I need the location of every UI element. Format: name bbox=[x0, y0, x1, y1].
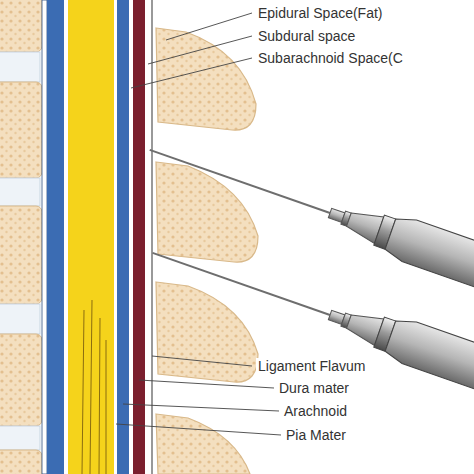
vertebral-body bbox=[0, 0, 42, 52]
ligament-flavum bbox=[151, 0, 152, 474]
leader-line bbox=[166, 13, 252, 40]
pia-mater bbox=[114, 0, 117, 474]
vertebral-body bbox=[0, 206, 42, 304]
part-label: Pia Mater bbox=[284, 427, 348, 443]
vertebral-body bbox=[0, 450, 42, 474]
disc bbox=[0, 52, 40, 82]
part-label: Subdural space bbox=[256, 28, 357, 44]
part-label: Dura mater bbox=[277, 380, 351, 396]
leader-line bbox=[131, 58, 252, 88]
subdural-space bbox=[129, 0, 133, 474]
nerve-roots bbox=[82, 300, 106, 474]
part-label: Epidural Space(Fat) bbox=[256, 5, 385, 21]
disc bbox=[0, 426, 40, 450]
spinous-process bbox=[156, 414, 250, 474]
vertebral-body bbox=[0, 334, 42, 426]
leader-line bbox=[139, 380, 274, 388]
part-label: Subarachnoid Space(C bbox=[256, 50, 405, 66]
epidural-space bbox=[145, 0, 151, 474]
spinous-processes bbox=[156, 28, 258, 474]
vertebral-bodies bbox=[0, 0, 42, 474]
arachnoid bbox=[117, 0, 129, 474]
anterior-meninges bbox=[47, 0, 64, 474]
spinous-process bbox=[156, 282, 258, 382]
spinal-cord bbox=[68, 0, 114, 474]
epidural-needle bbox=[145, 232, 474, 402]
posterior-ligament bbox=[42, 0, 47, 474]
leader-line bbox=[152, 356, 252, 366]
pia-line bbox=[64, 0, 68, 474]
disc bbox=[0, 178, 40, 206]
leader-line bbox=[148, 36, 252, 64]
vertebral-body bbox=[0, 82, 42, 178]
spinal-needle bbox=[142, 129, 474, 300]
spinous-process bbox=[156, 162, 258, 262]
spinal-canal bbox=[42, 0, 152, 474]
leader-line bbox=[123, 404, 279, 411]
leader-line bbox=[116, 424, 281, 435]
dura-mater bbox=[133, 0, 145, 474]
disc bbox=[0, 304, 40, 334]
part-label: Ligament Flavum bbox=[256, 358, 367, 374]
part-label: Arachnoid bbox=[282, 403, 349, 419]
spinous-process bbox=[156, 28, 256, 130]
